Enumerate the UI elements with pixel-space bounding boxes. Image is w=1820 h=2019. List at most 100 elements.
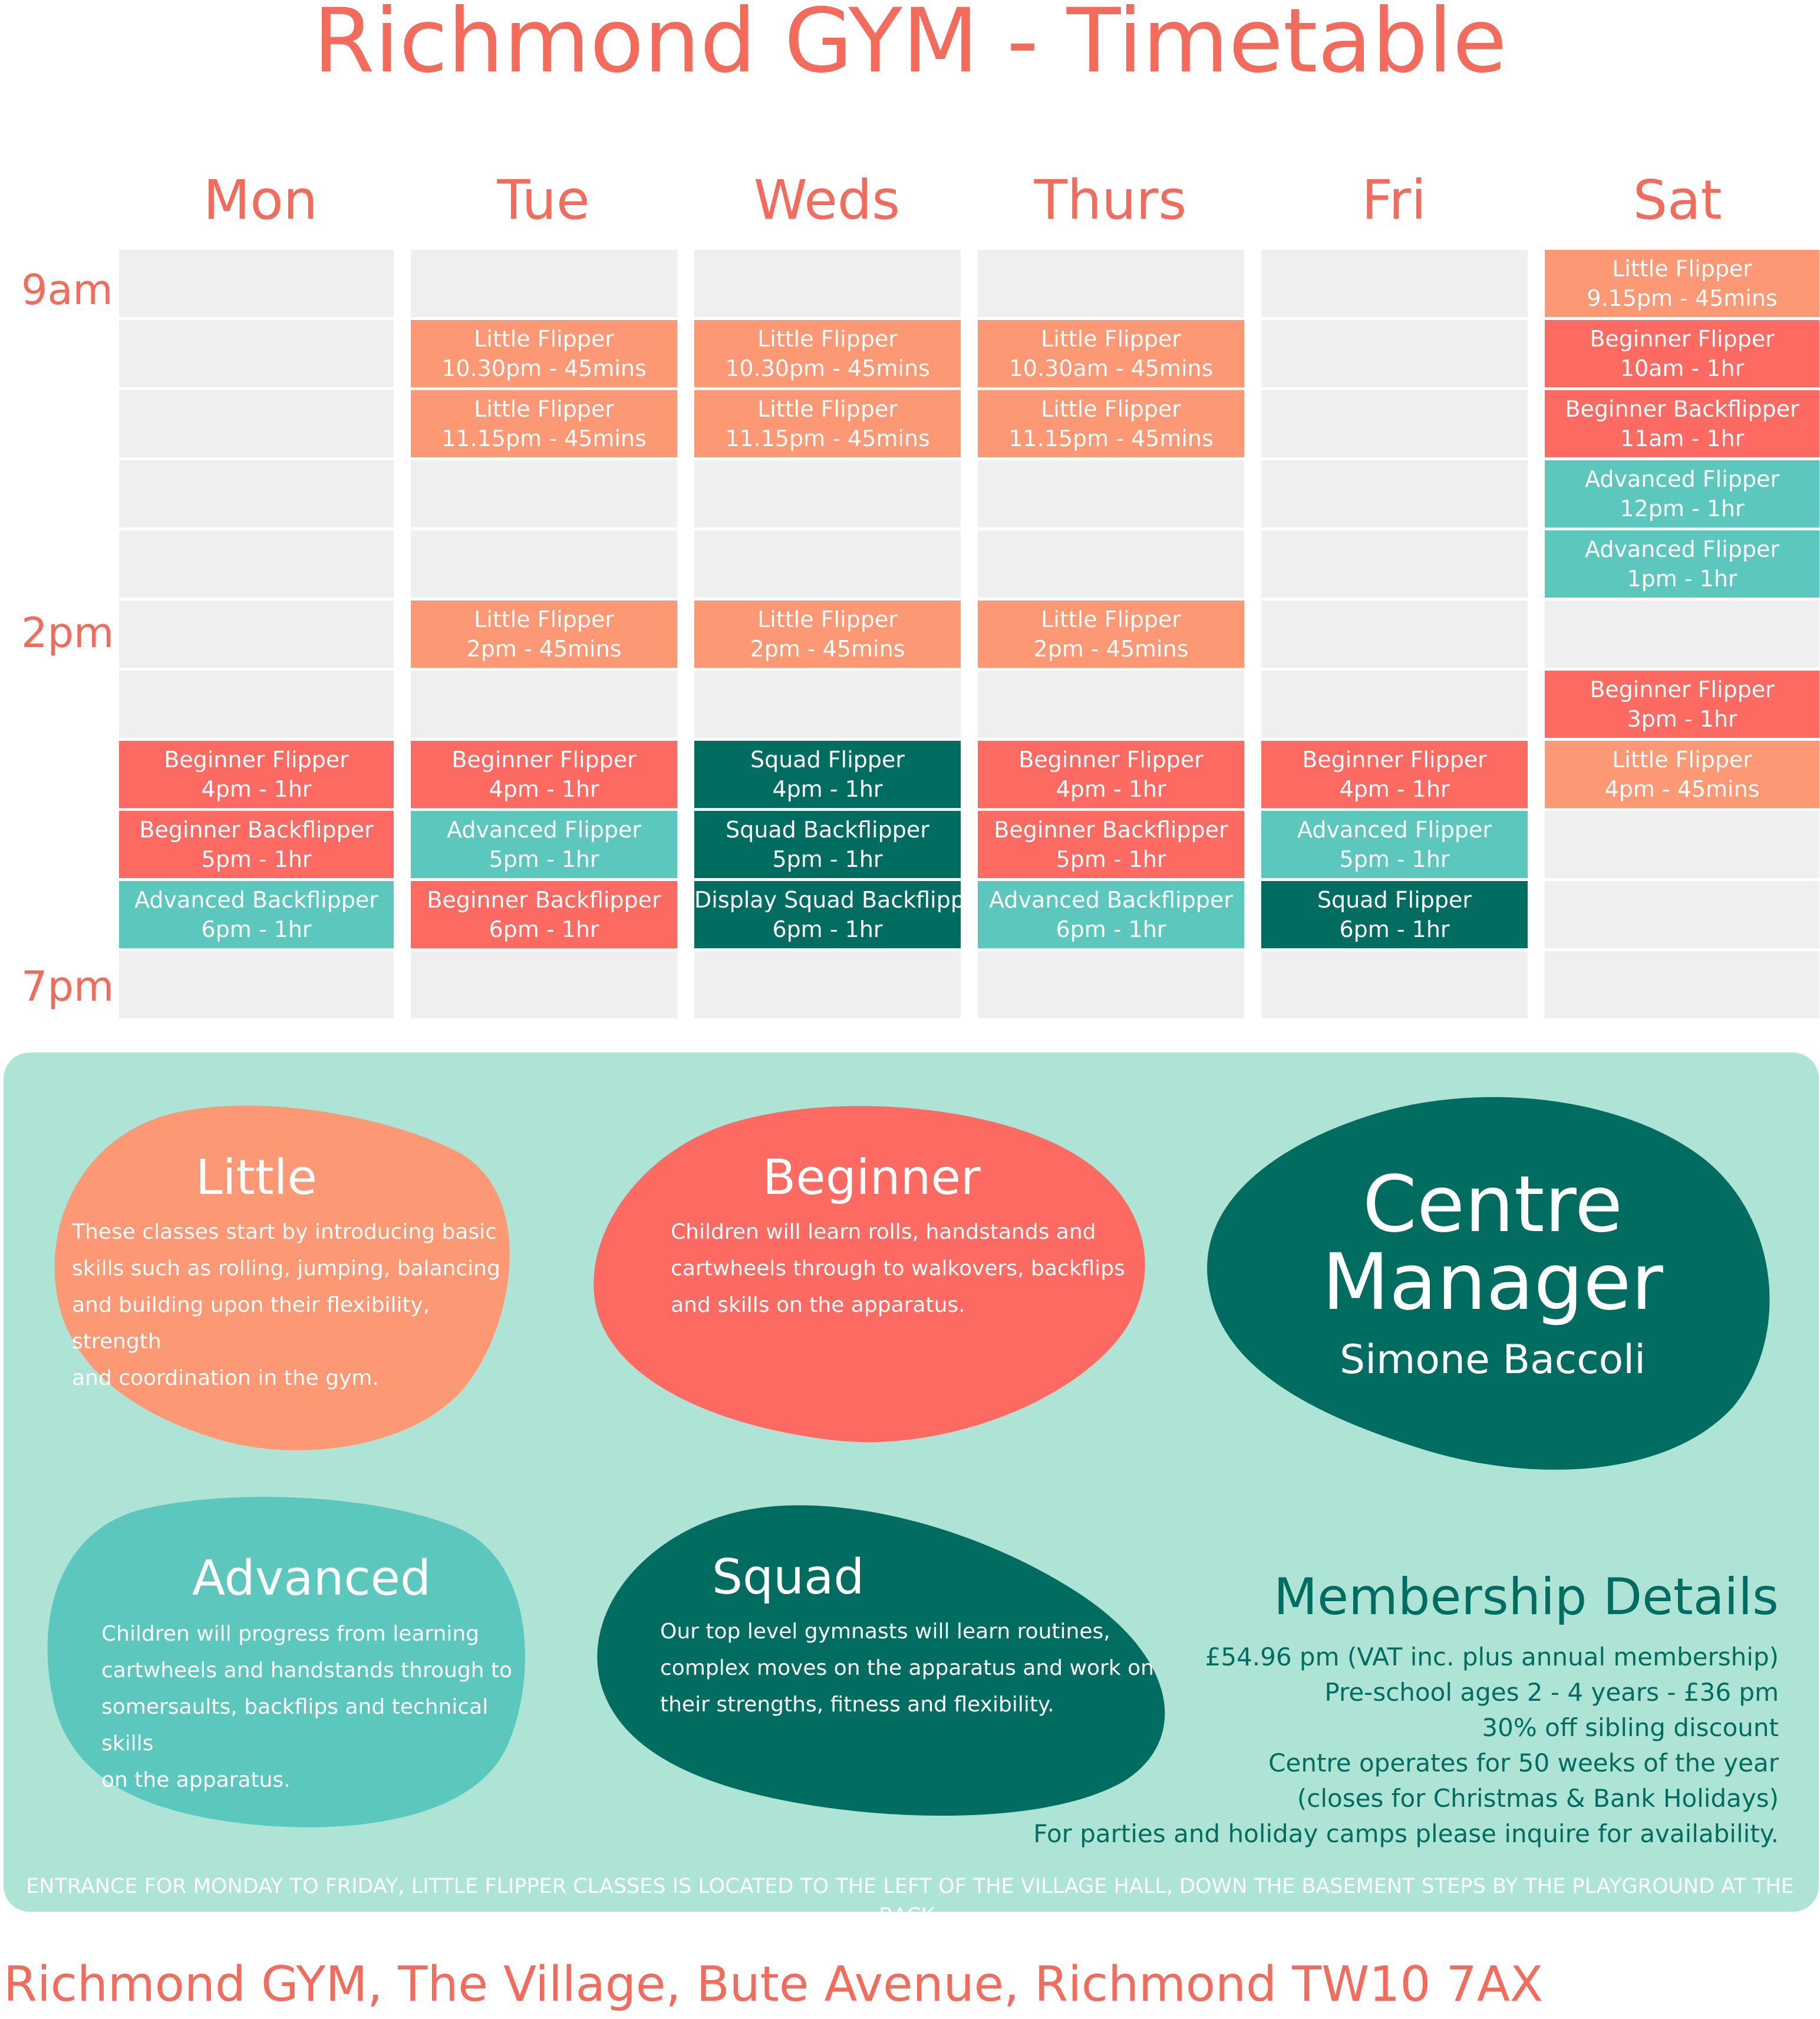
empty-slot — [411, 460, 677, 527]
class-name: Beginner Flipper — [1590, 677, 1775, 702]
empty-slot — [119, 951, 394, 1018]
class-slot: Beginner Flipper 4pm - 1hr — [978, 741, 1244, 808]
class-time: 4pm - 1hr — [489, 776, 599, 802]
class-time: 11am - 1hr — [1620, 425, 1745, 451]
class-name: Little Flipper — [1041, 326, 1181, 352]
day-header-sat: Sat — [1633, 169, 1722, 232]
level-text-line: Children will progress from learning — [101, 1622, 480, 1646]
blob-shape-advanced — [47, 1497, 525, 1827]
empty-slot — [411, 530, 677, 598]
class-name: Little Flipper — [474, 396, 614, 422]
level-title-advanced: Advanced — [192, 1550, 431, 1606]
class-name: Advanced Flipper — [1297, 817, 1492, 843]
class-time: 4pm - 1hr — [1056, 776, 1166, 802]
class-name: Beginner Flipper — [164, 747, 349, 773]
class-time: 11.15pm - 45mins — [441, 425, 647, 451]
class-slot: Beginner Flipper 4pm - 1hr — [119, 741, 394, 808]
class-name: Little Flipper — [1612, 747, 1752, 773]
class-name: Beginner Flipper — [1590, 326, 1775, 352]
level-card-advanced: Advanced Children will progress from lea… — [47, 1493, 530, 1833]
class-name: Little Flipper — [1612, 256, 1752, 282]
class-time: 5pm - 1hr — [489, 846, 599, 872]
level-card-beginner: Beginner Children will learn rolls, hand… — [587, 1104, 1147, 1446]
membership-line: Centre operates for 50 weeks of the year — [1268, 1749, 1779, 1777]
class-time: 4pm - 1hr — [201, 776, 312, 802]
day-header-weds: Weds — [753, 169, 901, 232]
level-title-little: Little — [196, 1150, 318, 1206]
level-text-line: on the apparatus. — [101, 1768, 291, 1792]
class-time: 10.30pm - 45mins — [725, 355, 930, 381]
class-time: 5pm - 1hr — [772, 846, 883, 872]
class-time: 11.15pm - 45mins — [725, 425, 930, 451]
level-card-little: Little These classes start by introducin… — [45, 1104, 516, 1454]
level-title-squad: Squad — [712, 1549, 865, 1605]
day-header-fri: Fri — [1361, 169, 1426, 232]
empty-slot — [119, 601, 394, 668]
level-text-line: cartwheels and handstands through to — [101, 1658, 513, 1683]
class-name: Beginner Backflipper — [994, 817, 1228, 843]
class-name: Little Flipper — [474, 606, 614, 632]
class-time: 6pm - 1hr — [1056, 916, 1166, 942]
empty-slot — [1261, 250, 1528, 317]
day-header-thurs: Thurs — [1034, 169, 1187, 232]
class-slot: Beginner Backflipper 5pm - 1hr — [978, 811, 1244, 878]
page-title: Richmond GYM - Timetable — [313, 0, 1507, 93]
level-title-beginner: Beginner — [763, 1150, 981, 1206]
class-time: 4pm - 45mins — [1604, 776, 1760, 802]
empty-slot — [119, 320, 394, 387]
level-text-line: their strengths, fitness and flexibility… — [660, 1693, 1054, 1717]
empty-slot — [411, 250, 677, 317]
class-time: 5pm - 1hr — [1056, 846, 1166, 872]
time-label-7pm: 7pm — [21, 962, 114, 1011]
level-text-line: These classes start by introducing basic — [72, 1220, 497, 1244]
class-name: Squad Backflipper — [726, 817, 929, 843]
class-slot: Beginner Flipper 3pm - 1hr — [1545, 671, 1819, 738]
empty-slot — [978, 530, 1244, 598]
level-text-beginner: Children will learn rolls, handstands an… — [671, 1214, 1136, 1324]
level-card-squad: Squad Our top level gymnasts will learn … — [594, 1504, 1178, 1816]
class-time: 4pm - 1hr — [1339, 776, 1450, 802]
class-name: Little Flipper — [1041, 396, 1181, 422]
empty-slot — [978, 671, 1244, 738]
class-name: Little Flipper — [757, 396, 898, 422]
class-time: 9.15pm - 45mins — [1587, 285, 1778, 311]
entrance-note: ENTRANCE FOR MONDAY TO FRIDAY, LITTLE FL… — [26, 1875, 1794, 1928]
class-slot: Beginner Flipper 10am - 1hr — [1545, 320, 1819, 387]
empty-slot — [1261, 951, 1528, 1018]
class-name: Beginner Flipper — [1018, 747, 1204, 773]
empty-slot — [694, 530, 961, 598]
class-time: 2pm - 45mins — [1033, 636, 1189, 662]
class-slot: Little Flipper 11.15pm - 45mins — [694, 390, 961, 457]
time-label-2pm: 2pm — [21, 609, 114, 657]
membership-title: Membership Details — [1273, 1568, 1779, 1627]
level-text-line: and building upon their flexibility, str… — [72, 1293, 430, 1354]
class-slot: Little Flipper 2pm - 45mins — [978, 601, 1244, 668]
class-slot: Squad Backflipper 5pm - 1hr — [694, 811, 961, 878]
class-time: 3pm - 1hr — [1627, 706, 1737, 732]
class-time: 10am - 1hr — [1620, 355, 1745, 381]
class-slot: Little Flipper 11.15pm - 45mins — [411, 390, 677, 457]
membership-line: £54.96 pm (VAT inc. plus annual membersh… — [1205, 1642, 1779, 1671]
class-time: 6pm - 1hr — [772, 916, 883, 942]
blob-shape-manager — [1207, 1097, 1770, 1470]
manager-title-line1: Centre — [1362, 1159, 1623, 1250]
class-name: Advanced Backflipper — [989, 887, 1233, 913]
empty-slot — [1261, 460, 1528, 527]
class-name: Little Flipper — [1041, 606, 1181, 632]
manager-card: Centre Manager Simone Baccoli — [1202, 1089, 1783, 1473]
class-time: 6pm - 1hr — [489, 916, 599, 942]
time-label-9am: 9am — [21, 266, 113, 314]
empty-slot — [1545, 951, 1819, 1018]
